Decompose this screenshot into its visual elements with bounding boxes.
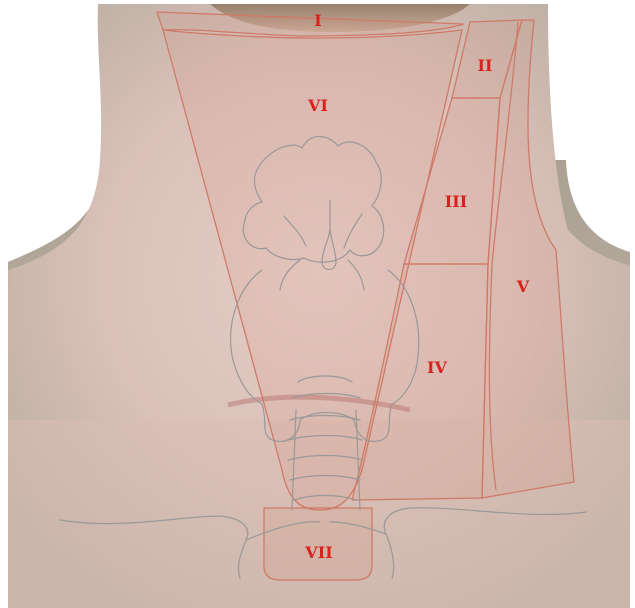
label-level-7: VII [304,543,332,562]
label-level-6: VI [307,96,328,115]
label-level-5: V [516,277,530,296]
label-level-4: IV [427,358,447,377]
label-level-3: III [445,192,467,211]
label-level-1: I [314,11,321,30]
label-level-2: II [478,56,493,75]
